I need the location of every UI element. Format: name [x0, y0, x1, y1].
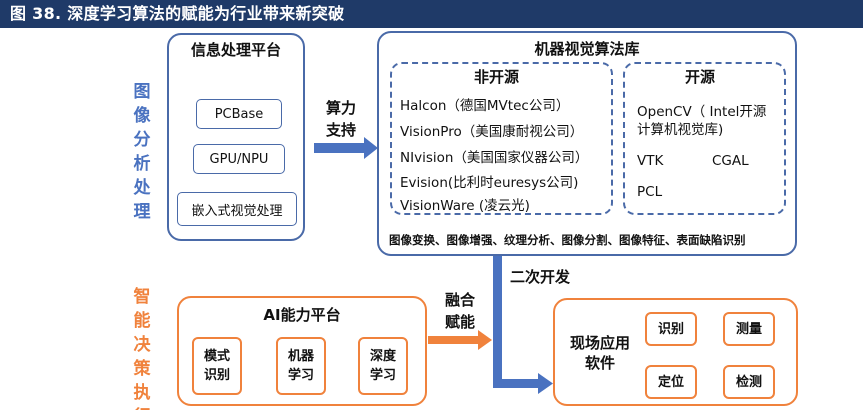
- secondary-dev-arrow-vertical: [493, 248, 502, 388]
- embedded-vision-box: 嵌入式视觉处理: [177, 192, 297, 226]
- closed-source-title: 非开源: [474, 68, 520, 86]
- field-app-title: 现场应用 软件: [569, 334, 630, 372]
- fusion-arrow: [428, 330, 492, 350]
- inspection-box: 检测: [723, 365, 775, 399]
- info-platform-title: 信息处理平台: [190, 41, 281, 59]
- closed-source-item-nivision: NIvision（美国国家仪器公司）: [400, 150, 589, 166]
- side-label-intelligent-decision: 智 能 决 策 执 行: [133, 287, 151, 410]
- ai-platform-title: AI能力平台: [263, 306, 341, 324]
- measurement-box: 测量: [723, 312, 775, 346]
- gpu-npu-box: GPU/NPU: [193, 144, 285, 174]
- pcbase-box: PCBase: [196, 99, 282, 129]
- closed-source-item-halcon: Halcon（德国MVtec公司）: [400, 98, 570, 114]
- recognition-box: 识别: [645, 312, 697, 346]
- closed-source-item-visionware: VisionWare (凌云光): [400, 198, 530, 214]
- secondary-dev-label: 二次开发: [510, 268, 571, 286]
- open-source-title: 开源: [685, 68, 716, 86]
- open-source-cgal: CGAL: [712, 153, 749, 169]
- figure-title: 图 38. 深度学习算法的赋能为行业带来新突破: [0, 0, 863, 28]
- open-source-box: [623, 62, 786, 215]
- compute-support-label: 算力 支持: [325, 99, 356, 139]
- closed-source-item-visionpro: VisionPro（美国康耐视公司）: [400, 124, 584, 140]
- open-source-pcl: PCL: [637, 184, 663, 200]
- open-source-vtk: VTK: [637, 153, 664, 169]
- secondary-dev-arrow-horizontal: [493, 379, 539, 388]
- machine-learning-box: 机器 学习: [276, 337, 326, 395]
- vision-library-title: 机器视觉算法库: [534, 40, 640, 58]
- vision-capabilities: 图像变换、图像增强、纹理分析、图像分割、图像特征、表面缺陷识别: [389, 233, 746, 247]
- secondary-dev-arrowhead: [538, 373, 553, 394]
- closed-source-item-evision: Evision(比利时euresys公司): [400, 175, 579, 191]
- open-source-opencv-line1: OpenCV（ Intel开源: [637, 104, 767, 120]
- deep-learning-box: 深度 学习: [358, 337, 408, 395]
- open-source-opencv-line2: 计算机视觉库): [637, 122, 724, 138]
- fusion-empowerment-label: 融合 赋能: [444, 291, 475, 331]
- positioning-box: 定位: [645, 365, 697, 399]
- closed-source-box: [390, 62, 613, 215]
- pattern-recognition-box: 模式 识别: [192, 337, 242, 395]
- side-label-image-analysis: 图 像 分 析 处 理: [133, 82, 151, 222]
